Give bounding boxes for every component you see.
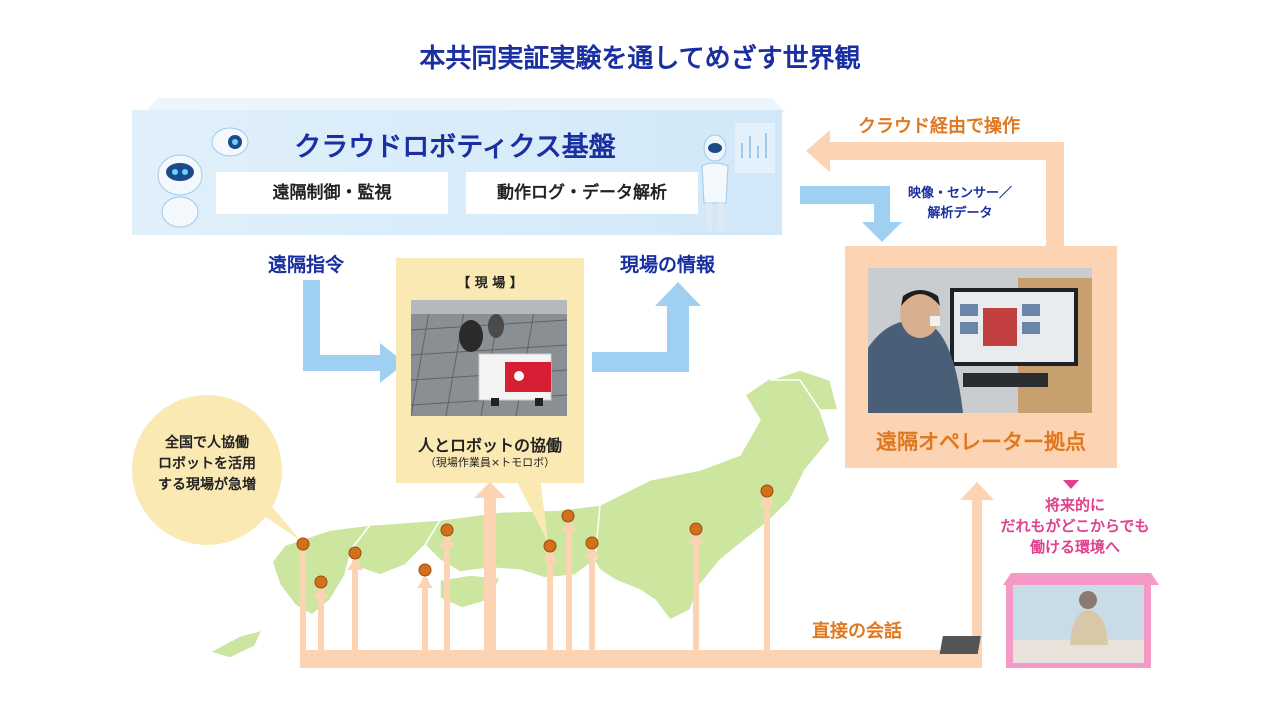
future-line2: だれもがどこからでも	[1000, 517, 1150, 535]
site-photo	[411, 300, 567, 416]
bubble-line1: 全国で人協働	[165, 435, 249, 451]
site-tail	[515, 478, 548, 542]
video-sensor-line1: 映像・センサー／	[907, 186, 1012, 201]
bubble-line3: する現場が急増	[158, 477, 256, 493]
home-illustration	[939, 573, 1159, 668]
cloud-platform-top	[145, 98, 785, 112]
video-sensor-line2: 解析データ	[927, 206, 993, 221]
robot-left-icon	[157, 127, 249, 228]
direct-talk-label: 直接の会話	[812, 621, 902, 642]
future-text: 将来的に だれもがどこからでも 働ける環境へ	[990, 495, 1160, 558]
cloud-operation-label: クラウド経由で操作	[858, 116, 1020, 137]
pink-down-arrow	[1063, 480, 1079, 489]
robot-right-icon	[701, 123, 775, 231]
bubble-line2: ロボットを活用	[158, 456, 256, 472]
site-header: 【 現 場 】	[457, 276, 523, 291]
operator-caption: 遠隔オペレーター拠点	[876, 430, 1086, 454]
arrow-site-info	[592, 282, 701, 372]
arrow-cloud-operation	[806, 130, 1064, 248]
site-caption: 人とロボットの協働	[417, 436, 562, 455]
arrow-video-sensor	[800, 186, 902, 242]
site-pins	[296, 484, 774, 589]
site-subcaption: （現場作業員×トモロボ）	[424, 456, 556, 469]
future-line1: 将来的に	[1044, 496, 1105, 514]
remote-command-label: 遠隔指令	[268, 254, 345, 276]
cloud-platform-title: クラウドロボティクス基盤	[294, 132, 616, 163]
site-info-label: 現場の情報	[620, 254, 716, 276]
page-title: 本共同実証実験を通してめざす世界観	[419, 44, 861, 74]
remote-control-box: 遠隔制御・監視	[216, 172, 448, 214]
operator-photo	[868, 268, 1092, 413]
bubble-text: 全国で人協働 ロボットを活用 する現場が急増	[132, 433, 282, 496]
video-sensor-label: 映像・センサー／ 解析データ	[895, 184, 1025, 224]
log-analysis-box: 動作ログ・データ解析	[466, 172, 698, 214]
speech-bubble	[132, 395, 282, 545]
future-line3: 働ける環境へ	[1029, 538, 1120, 556]
blue-arrows	[303, 186, 902, 383]
peach-arrows	[300, 130, 1064, 668]
arrow-remote-command	[303, 280, 405, 383]
